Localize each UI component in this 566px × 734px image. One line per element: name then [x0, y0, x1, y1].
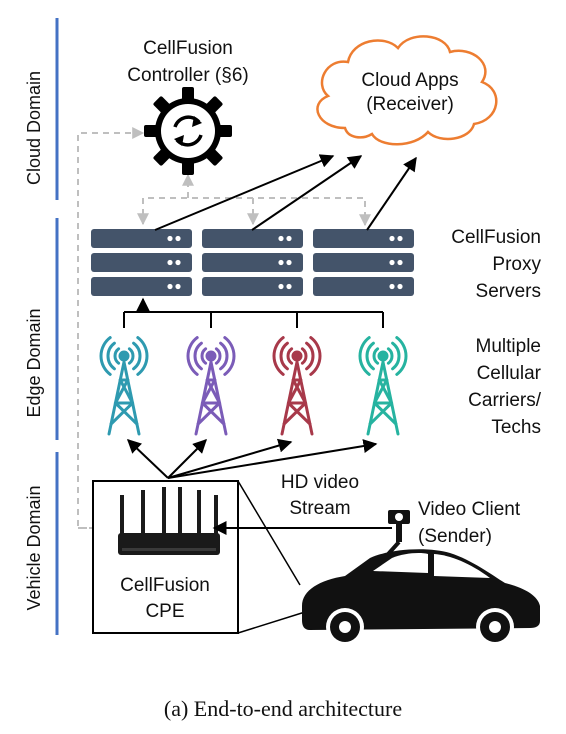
proxy-label-1: CellFusion	[451, 227, 541, 248]
server-stack	[313, 229, 414, 296]
proxy-label-2: Proxy	[492, 254, 541, 275]
server-unit	[91, 277, 192, 296]
cell-tower-icon	[99, 336, 149, 436]
cpe-label-2: CPE	[145, 601, 184, 622]
server-unit	[202, 229, 303, 248]
controller-label-2: Controller (§6)	[127, 65, 248, 86]
carriers-label-1: Multiple	[476, 336, 541, 357]
cloud-domain-label: Cloud Domain	[24, 71, 44, 185]
carriers-label-2: Cellular	[477, 363, 542, 384]
server-unit	[91, 253, 192, 272]
server-stack	[202, 229, 303, 296]
server-unit	[202, 253, 303, 272]
stream-label-1: HD video	[281, 472, 359, 493]
cell-tower-icon	[358, 336, 408, 436]
carriers-label-4: Techs	[491, 417, 541, 438]
cpe-label-1: CellFusion	[120, 575, 210, 596]
router-icon	[118, 487, 220, 555]
video-client-label-1: Video Client	[418, 499, 521, 520]
controller-label-1: CellFusion	[143, 38, 233, 59]
cloud-apps-label-1: Cloud Apps	[361, 70, 458, 91]
vehicle-domain-label: Vehicle Domain	[24, 485, 44, 610]
server-unit	[313, 229, 414, 248]
callout-line-top	[237, 480, 301, 586]
cpe-to-tower-arrows	[126, 438, 378, 479]
server-unit	[91, 229, 192, 248]
gear-icon	[144, 87, 232, 175]
cloud-icon	[316, 35, 498, 146]
figure-caption: (a) End-to-end architecture	[164, 696, 402, 721]
server-unit	[313, 277, 414, 296]
car-icon	[302, 510, 540, 646]
server-stack	[91, 229, 192, 296]
server-unit	[202, 277, 303, 296]
server-to-cloud-arrows	[154, 154, 417, 231]
proxy-servers	[91, 229, 414, 296]
tower-bracket	[123, 297, 384, 328]
proxy-label-3: Servers	[476, 281, 541, 302]
edge-domain-label: Edge Domain	[24, 308, 44, 417]
carriers-label-3: Carriers/	[468, 390, 542, 411]
cellular-towers	[99, 336, 408, 436]
cell-tower-icon	[272, 336, 322, 436]
cloud-apps-label-2: (Receiver)	[366, 94, 454, 115]
stream-label-2: Stream	[289, 498, 350, 519]
cell-tower-icon	[186, 336, 236, 436]
server-unit	[313, 253, 414, 272]
video-client-label-2: (Sender)	[418, 526, 492, 547]
callout-line-bottom	[237, 611, 306, 634]
